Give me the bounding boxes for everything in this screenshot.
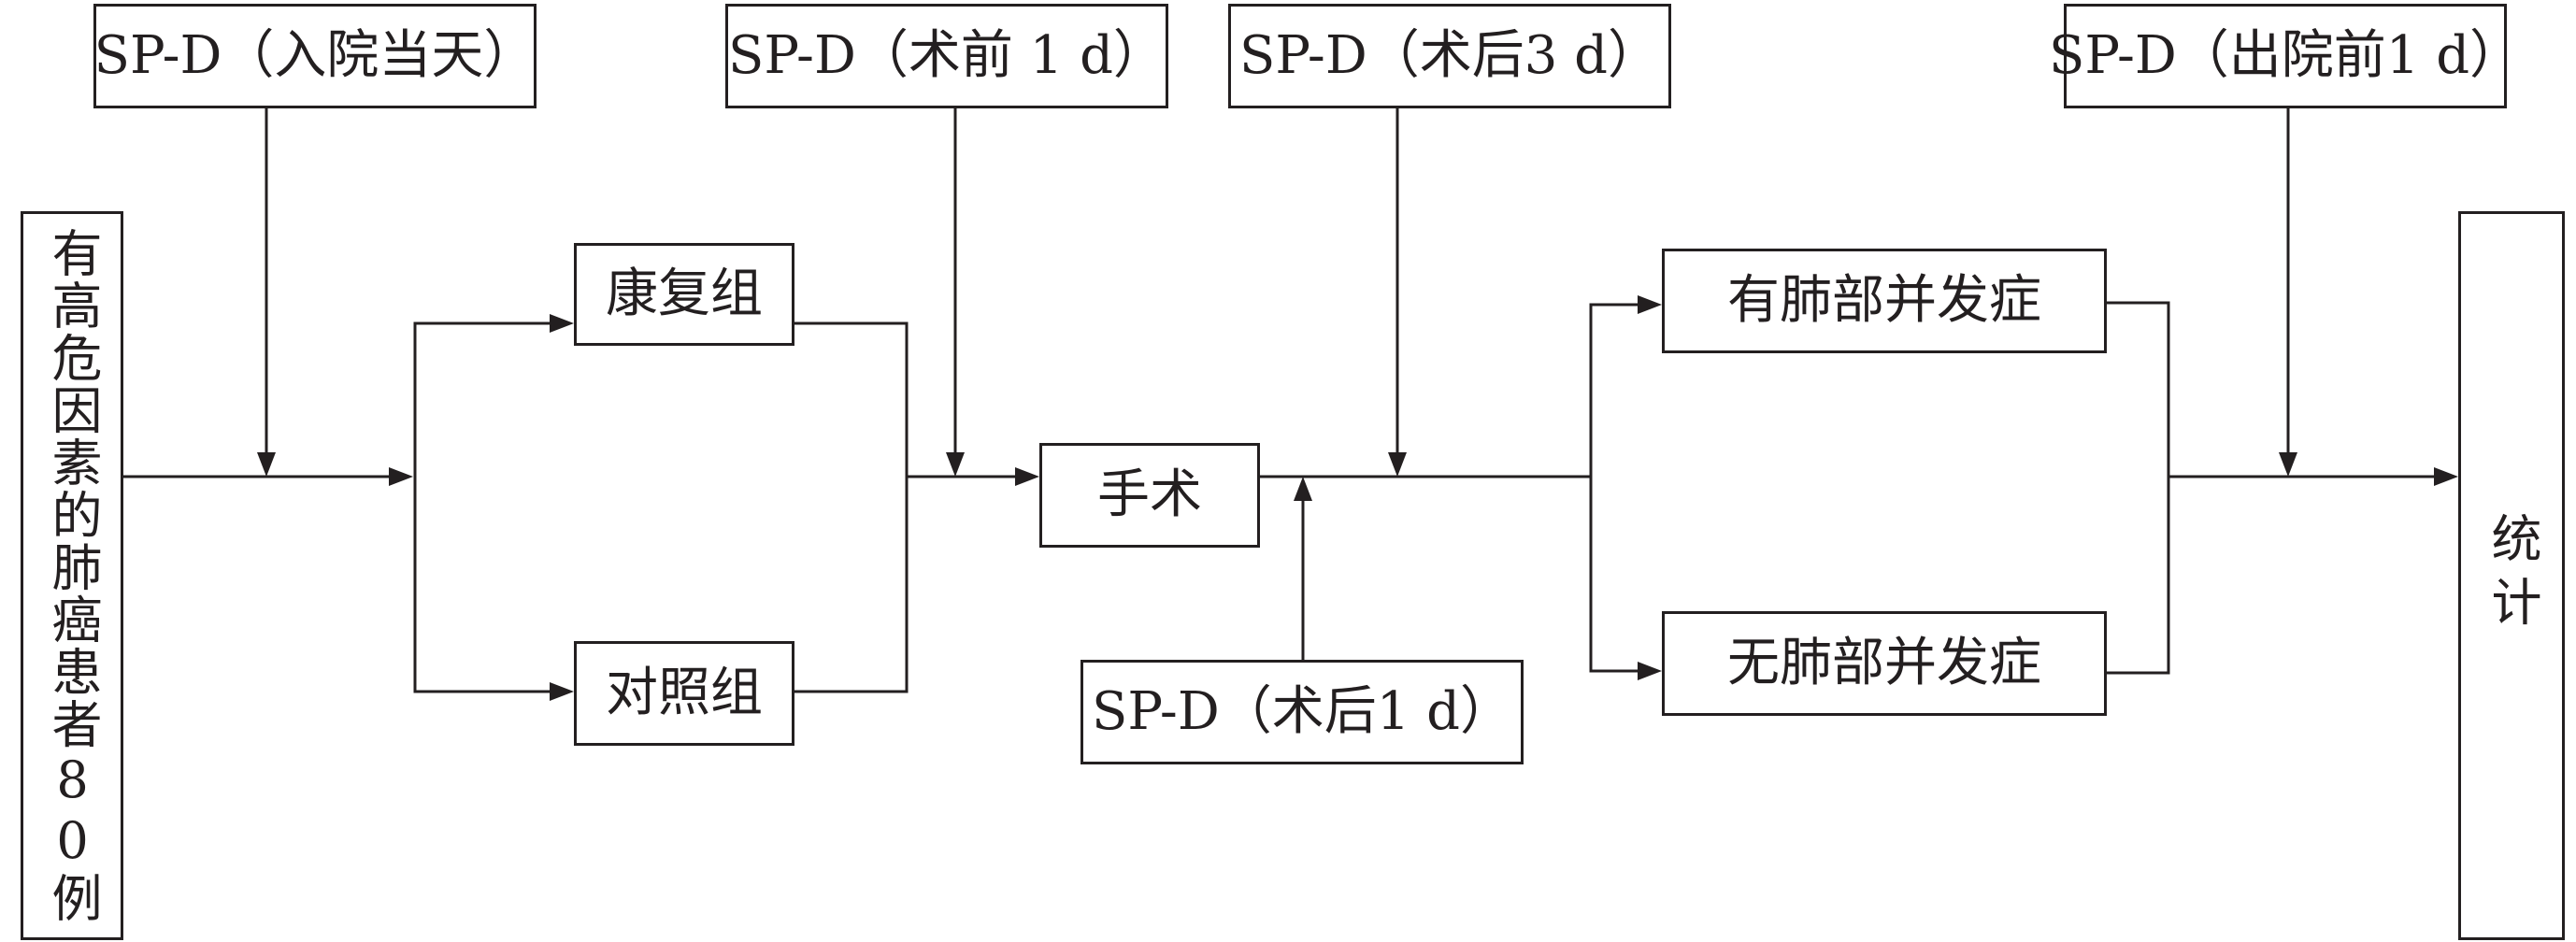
statistics-box: 统计 xyxy=(2458,211,2565,940)
with-complications-box: 有肺部并发症 xyxy=(1662,249,2107,353)
patients-label: 有高危因素的肺癌患者80例 xyxy=(43,227,102,924)
sp-d-postop-3d-box: SP-D（术后3 d） xyxy=(1228,4,1671,108)
sp-d-admission-label: SP-D（入院当天） xyxy=(93,25,537,86)
sp-d-predischarge-box: SP-D（出院前1 d） xyxy=(2049,4,2522,108)
surgery-label: 手术 xyxy=(1097,464,1202,525)
arrowhead xyxy=(2434,467,2458,486)
arrowhead xyxy=(1638,662,1662,680)
arrowhead xyxy=(946,452,965,477)
arrowhead xyxy=(2279,452,2297,477)
sp-d-admission-box: SP-D（入院当天） xyxy=(93,4,537,108)
sp-d-preop-box: SP-D（术前 1 d） xyxy=(725,4,1168,108)
connector-outcome-branches xyxy=(1589,303,1656,673)
control-group-box: 对照组 xyxy=(574,641,794,746)
sp-d-postop-1d-box: SP-D（术后1 d） xyxy=(1080,660,1524,764)
arrowhead xyxy=(1294,477,1312,501)
control-group-label: 对照组 xyxy=(606,663,763,723)
sp-d-postop-1d-label: SP-D（术后1 d） xyxy=(1091,681,1513,742)
arrowhead xyxy=(389,467,413,486)
rehab-group-label: 康复组 xyxy=(606,264,763,324)
connector-split-branches xyxy=(413,321,570,693)
arrowhead xyxy=(550,682,574,701)
arrowhead xyxy=(1388,452,1407,477)
sp-d-predischarge-label: SP-D（出院前1 d） xyxy=(2048,25,2523,86)
arrowhead xyxy=(1015,467,1039,486)
sp-d-postop-3d-label: SP-D（术后3 d） xyxy=(1238,25,1661,86)
patients-box: 有高危因素的肺癌患者80例 xyxy=(21,211,123,940)
arrowhead xyxy=(257,452,276,477)
without-complications-box: 无肺部并发症 xyxy=(1662,611,2107,716)
without-complications-label: 无肺部并发症 xyxy=(1727,633,2041,693)
connector-merge-outcomes xyxy=(2107,301,2170,675)
statistics-label: 统计 xyxy=(2483,512,2541,639)
connector-merge-groups xyxy=(794,321,909,693)
arrowhead xyxy=(1638,295,1662,314)
sp-d-preop-label: SP-D（术前 1 d） xyxy=(728,25,1166,86)
rehab-group-box: 康复组 xyxy=(574,243,794,346)
with-complications-label: 有肺部并发症 xyxy=(1727,270,2041,331)
surgery-box: 手术 xyxy=(1039,443,1260,548)
arrowhead xyxy=(550,314,574,333)
